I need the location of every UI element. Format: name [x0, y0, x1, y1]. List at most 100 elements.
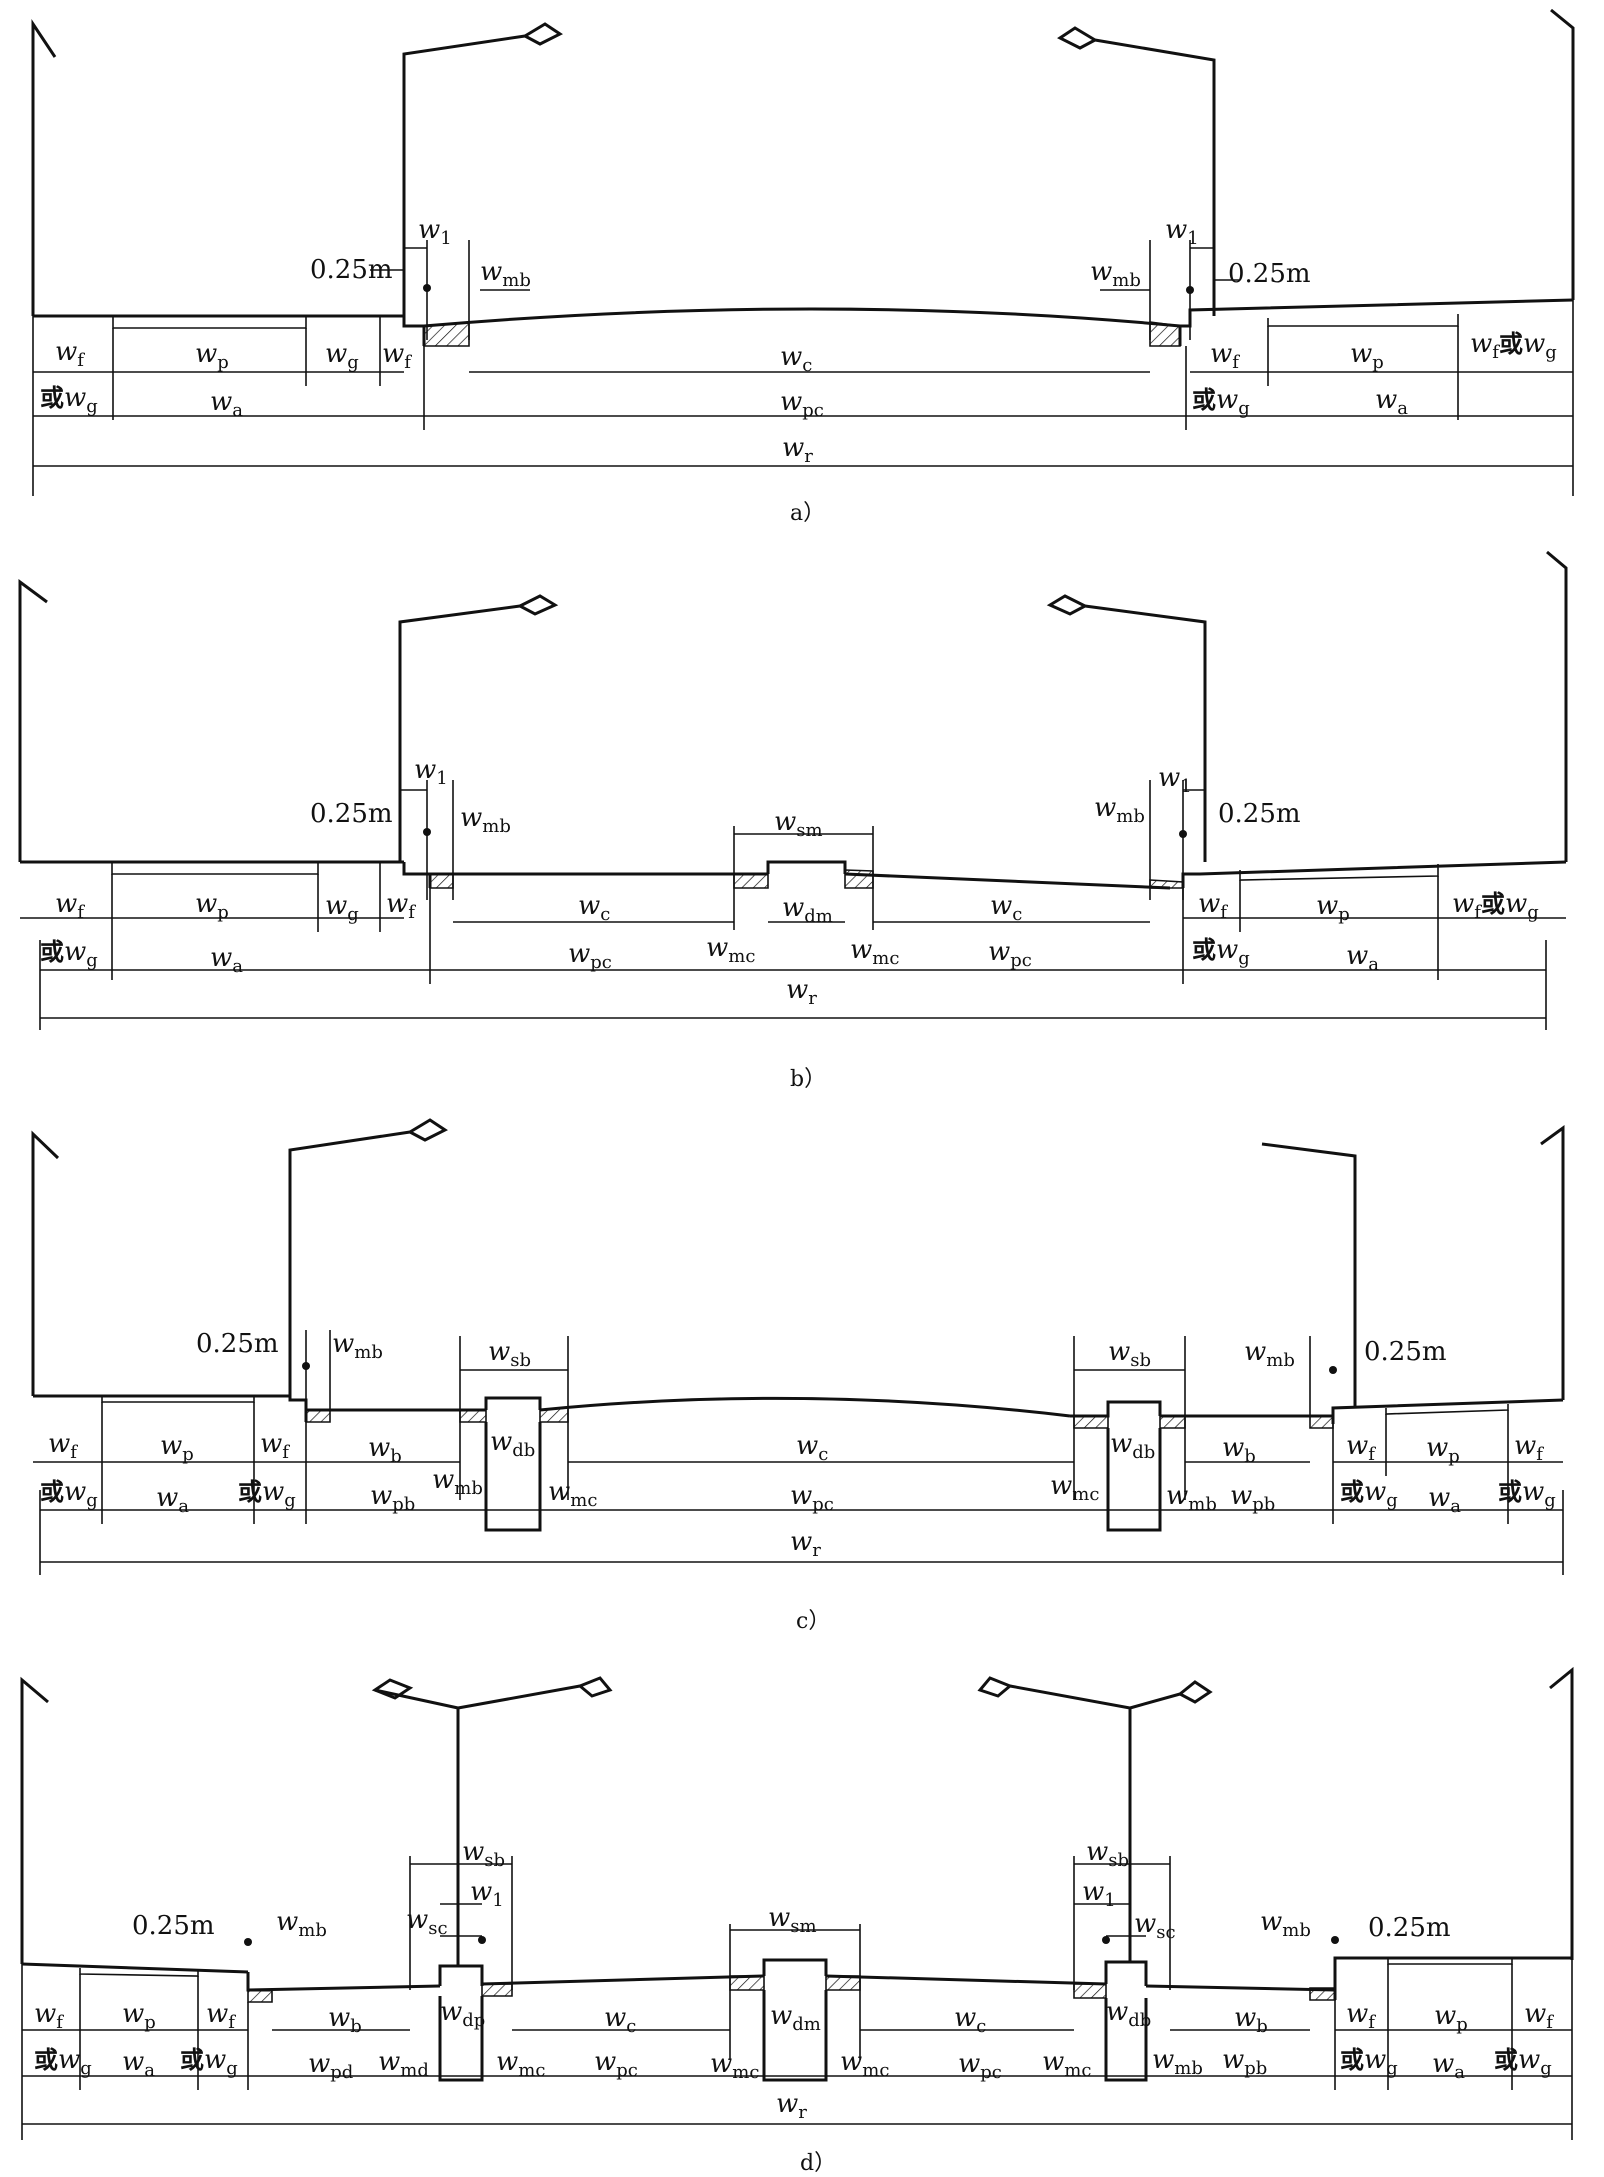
- planting-strip-right: [1239, 864, 1439, 881]
- dim-label-b-wdm: wdm: [782, 893, 833, 927]
- lamp-arm-left-b: [457, 1684, 581, 1710]
- dim-label-d-wmb-right: wmb: [1260, 1907, 1311, 1941]
- sidewalk-edge-left: [402, 316, 426, 346]
- dim-label-d-wb-r: wb: [1234, 2003, 1268, 2037]
- panel-c: [31, 1118, 1565, 1575]
- dim-label-d-wp-l: wp: [122, 1999, 156, 2033]
- dim-label-b-wg-l: wg: [325, 891, 359, 925]
- dim-label-a-lamp-clear-right: 0.25m: [1228, 259, 1311, 289]
- dim-label-c-orwg-r: 或wg: [1340, 1477, 1398, 1511]
- dim-label-c-wmb-left: wmb: [332, 1329, 383, 1363]
- dim-label-c-wdb-r: wdb: [1110, 1429, 1155, 1463]
- dim-label-b-wfwg-r: wf或wg: [1452, 889, 1539, 923]
- lamp-pole-left: [288, 1130, 411, 1396]
- dim-label-a-wa-r: wa: [1375, 385, 1408, 419]
- dim-label-c-wmc-l: wmc: [548, 1477, 597, 1511]
- separator-right-post: [1106, 1428, 1162, 1532]
- panel-caption-b: b）: [790, 1067, 826, 1092]
- curb-hatch-1: [429, 873, 454, 889]
- dim-label-c-wmb-right: wmb: [1244, 1337, 1295, 1371]
- dim-label-a-wr: wr: [782, 433, 813, 467]
- planting-strip-left: [111, 862, 319, 875]
- dim-label-a-wa-l: wa: [210, 387, 243, 421]
- curb-hatch-3: [539, 1407, 569, 1423]
- dim-label-d-wpb: wpb: [1222, 2045, 1267, 2079]
- curb-hatch-right: [1149, 321, 1181, 347]
- dim-label-b-wpc-l: wpc: [568, 939, 612, 973]
- lamp-head-left-b: [577, 1676, 613, 1698]
- curb-hatch-5: [1073, 1983, 1107, 1999]
- dim-label-d-wdb: wdb: [1106, 1997, 1151, 2031]
- dim-label-b-wmb-left: wmb: [460, 803, 511, 837]
- lamp-pole-right: [1261, 1142, 1357, 1408]
- dim-label-a-w1-left: w1: [418, 215, 452, 249]
- dim-label-d-wa-r: wa: [1432, 2049, 1465, 2083]
- building-left: [31, 1130, 60, 1396]
- curb-hatch-1: [247, 1989, 273, 2003]
- planting-strip-left: [112, 316, 307, 329]
- panel-a: [31, 8, 1575, 496]
- dim-label-c-wpc: wpc: [790, 1481, 834, 1515]
- lamp-ref-point-left: [244, 1938, 252, 1946]
- panel-d: [20, 1666, 1574, 2140]
- dim-label-d-orwg-r2: 或wg: [1494, 2045, 1552, 2079]
- curb-hatch-2: [459, 1409, 487, 1423]
- dim-label-d-wmc-3: wmc: [840, 2047, 889, 2081]
- dim-label-d-wf-r2: wf: [1524, 1999, 1554, 2033]
- dim-label-d-wb-l: wb: [328, 2003, 362, 2037]
- dim-label-d-wmc-2: wmc: [710, 2049, 759, 2083]
- median: [762, 1958, 828, 1976]
- dim-label-c-orwg-l2: 或wg: [238, 1477, 296, 1511]
- sidewalk-edge-right: [1333, 1956, 1572, 2000]
- dim-label-c-wmc-r: wmc: [1050, 1471, 1099, 1505]
- sidewalk-edge-left: [288, 1396, 308, 1422]
- dim-label-b-wr: wr: [786, 975, 817, 1009]
- dim-label-c-wb-r: wb: [1222, 1433, 1256, 1467]
- dim-label-d-wmd: wmd: [378, 2047, 429, 2081]
- dim-label-c-wc: wc: [796, 1431, 828, 1465]
- dim-label-b-wp-r: wp: [1316, 891, 1350, 925]
- dim-label-b-wmb-right: wmb: [1094, 793, 1145, 827]
- building-left: [20, 1676, 49, 1964]
- dim-label-b-wmc-r: wmc: [850, 935, 899, 969]
- dim-label-b-lamp-clear-right: 0.25m: [1218, 799, 1301, 829]
- building-right: [1540, 1125, 1565, 1400]
- dim-label-d-wsm: wsm: [768, 1903, 817, 1937]
- planting-strip-right: [1387, 1958, 1513, 1965]
- planting-strip-left: [79, 1968, 199, 1977]
- separator-left-post: [438, 1996, 484, 2082]
- lamp-arm-right-b: [1129, 1692, 1181, 1710]
- dim-label-c-wp-l: wp: [160, 1431, 194, 1465]
- dim-label-a-wf-l: wf: [55, 337, 85, 371]
- lamp-pole-right: [1009, 1684, 1132, 1962]
- dim-label-d-w1-l: w1: [470, 1877, 504, 1911]
- lamp-head-right-a: [977, 1676, 1013, 1698]
- dim-label-d-wc-r: wc: [954, 2003, 986, 2037]
- dim-label-a-wmb-left: wmb: [480, 257, 531, 291]
- dim-label-b-wf-r: wf: [1198, 889, 1228, 923]
- dim-label-c-lamp-clear-right: 0.25m: [1364, 1337, 1447, 1367]
- dim-label-d-lamp-clear-left: 0.25m: [132, 1911, 215, 1941]
- curb-hatch-4: [1149, 879, 1184, 889]
- dim-label-d-wmb-left: wmb: [276, 1907, 327, 1941]
- dim-label-c-wf-r: wf: [1346, 1431, 1376, 1465]
- panel-caption-a: a）: [790, 501, 825, 526]
- dim-label-c-wmb-r2: wmb: [1166, 1481, 1217, 1515]
- dim-label-c-wf-l2: wf: [260, 1429, 290, 1463]
- lamp-head-right: [1057, 26, 1099, 50]
- lamp-ref-point-mid-right: [1102, 1936, 1110, 1944]
- dim-label-c-wsb-r: wsb: [1108, 1337, 1151, 1371]
- dim-label-a-wg-l: wg: [325, 339, 359, 373]
- carriageway-right: [825, 1974, 1107, 1986]
- dim-label-d-wmc-4: wmc: [1042, 2047, 1091, 2081]
- dim-label-a-lamp-clear-left: 0.25m: [310, 255, 393, 285]
- curb-hatch-6: [1309, 1415, 1334, 1429]
- sidewalk-edge-left: [402, 862, 432, 888]
- dim-label-d-wa-l: wa: [122, 2047, 155, 2081]
- dim-label-d-wsc-r: wsc: [1134, 1909, 1176, 1943]
- lamp-pole-left: [402, 34, 526, 316]
- separator-right: [1070, 1400, 1162, 1418]
- dim-label-d-wf-l2: wf: [206, 1999, 236, 2033]
- dim-label-d-wdp: wdp: [440, 1997, 485, 2031]
